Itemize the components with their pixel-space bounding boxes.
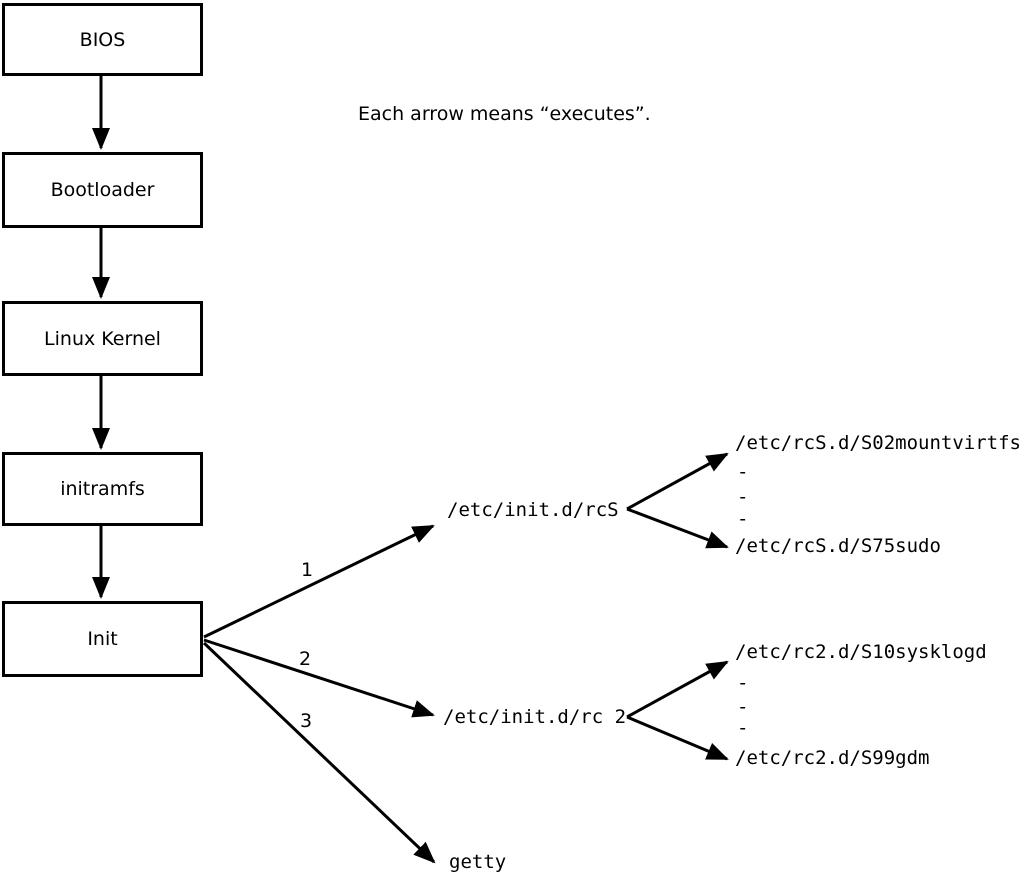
rcS-ellipsis-dash-2: -	[737, 486, 749, 508]
branch-order-3: 3	[300, 710, 313, 732]
arrow-rc2-to-s99gdm	[626, 715, 729, 761]
branch-order-1: 1	[301, 559, 314, 581]
node-init-label: Init	[87, 628, 118, 650]
rc2-ellipsis-dash-2: -	[737, 696, 749, 718]
node-linux-kernel: Linux Kernel	[2, 301, 203, 376]
arrow-rcS-to-s75sudo	[626, 507, 729, 549]
node-initramfs: initramfs	[2, 452, 203, 526]
branch-order-2: 2	[299, 648, 312, 670]
node-bios-label: BIOS	[79, 28, 126, 51]
node-getty: getty	[449, 851, 507, 873]
node-etc-init-d-rc2: /etc/init.d/rc 2	[443, 706, 627, 728]
node-initramfs-label: initramfs	[60, 478, 145, 500]
node-bootloader-label: Bootloader	[50, 179, 155, 201]
node-rc2-d-s10sysklogd: /etc/rc2.d/S10sysklogd	[735, 641, 987, 663]
arrow-init-to-rcS	[203, 524, 435, 639]
node-rcS-d-s75sudo: /etc/rcS.d/S75sudo	[735, 535, 941, 557]
rc2-ellipsis-dash-1: -	[737, 672, 749, 694]
rcS-ellipsis-dash-3: -	[737, 508, 749, 530]
node-rc2-d-s99gdm: /etc/rc2.d/S99gdm	[735, 747, 930, 769]
node-rcS-d-s02mountvirtfs: /etc/rcS.d/S02mountvirtfs	[735, 432, 1021, 454]
arrow-init-to-getty	[202, 641, 436, 864]
caption: Each arrow means “executes”.	[358, 103, 651, 125]
node-bios: BIOS	[2, 3, 203, 76]
arrow-rcS-to-s02mountvirtfs	[626, 452, 729, 511]
rc2-ellipsis-dash-3: -	[737, 717, 749, 739]
rcS-ellipsis-dash-1: -	[737, 461, 749, 483]
node-etc-init-d-rcS: /etc/init.d/rcS	[447, 499, 619, 521]
node-linux-kernel-label: Linux Kernel	[44, 327, 161, 350]
arrow-rc2-to-s10sysklogd	[626, 660, 729, 719]
arrow-init-to-rc2	[203, 638, 435, 718]
node-bootloader: Bootloader	[2, 152, 203, 228]
node-init: Init	[2, 601, 203, 677]
